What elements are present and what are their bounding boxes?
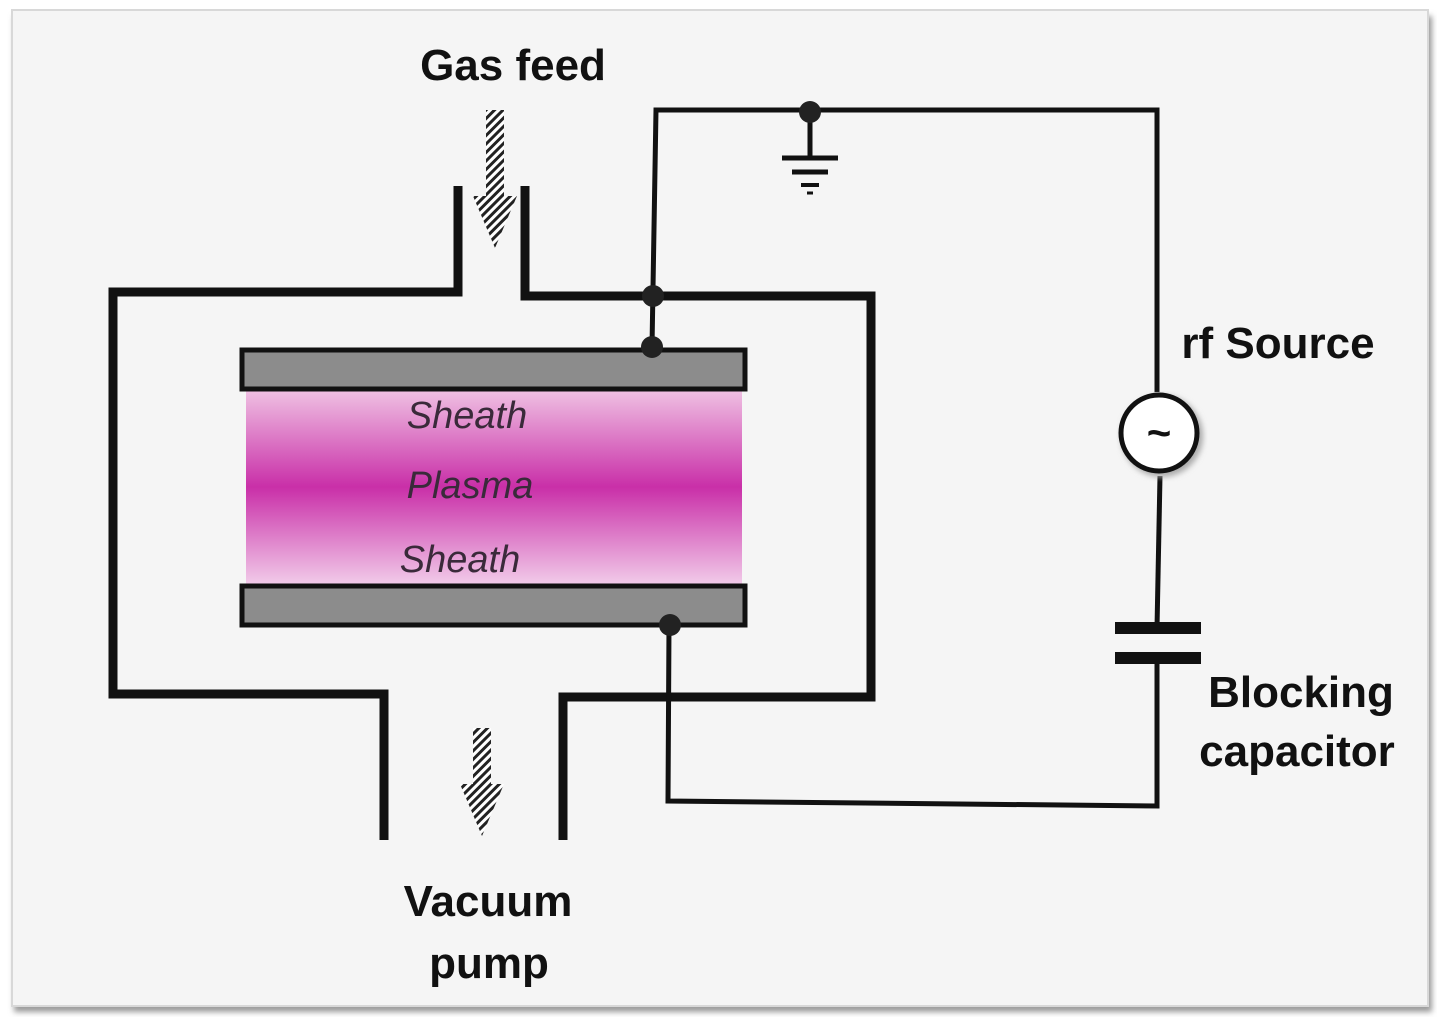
vacuum-pump-label-line1: Vacuum: [404, 877, 573, 926]
junction-dot-wall: [642, 285, 664, 307]
rf-source-symbol: ~: [1147, 409, 1172, 456]
blocking-capacitor-label-line2: capacitor: [1199, 727, 1395, 776]
chamber-wall-right: [520, 186, 876, 840]
capacitor-icon: [1115, 622, 1201, 664]
chamber-wall-left: [108, 186, 463, 840]
rf-source-label: rf Source: [1181, 319, 1374, 368]
rf-source-icon: ~: [1118, 392, 1203, 477]
plasma-region: [246, 388, 742, 586]
top-electrode: [239, 347, 748, 392]
junction-dot-bottom-electrode: [659, 614, 681, 636]
wire-top: [649, 107, 1160, 392]
wire-source-to-capacitor: [1154, 475, 1163, 629]
gas-feed-arrow-icon: [473, 110, 517, 248]
plasma-label: Plasma: [407, 465, 534, 507]
blocking-capacitor-label-line1: Blocking: [1208, 668, 1394, 717]
sheath-top-label: Sheath: [407, 395, 527, 437]
wire-capacitor-to-bottom: [665, 625, 1160, 809]
vacuum-arrow-icon: [460, 728, 504, 836]
junction-dot-ground: [799, 101, 821, 123]
bottom-electrode: [239, 583, 748, 628]
gas-feed-label: Gas feed: [420, 41, 606, 90]
sheath-bottom-label: Sheath: [400, 539, 520, 581]
vacuum-pump-label-line2: pump: [429, 939, 549, 988]
junction-dot-top-electrode: [641, 336, 663, 358]
